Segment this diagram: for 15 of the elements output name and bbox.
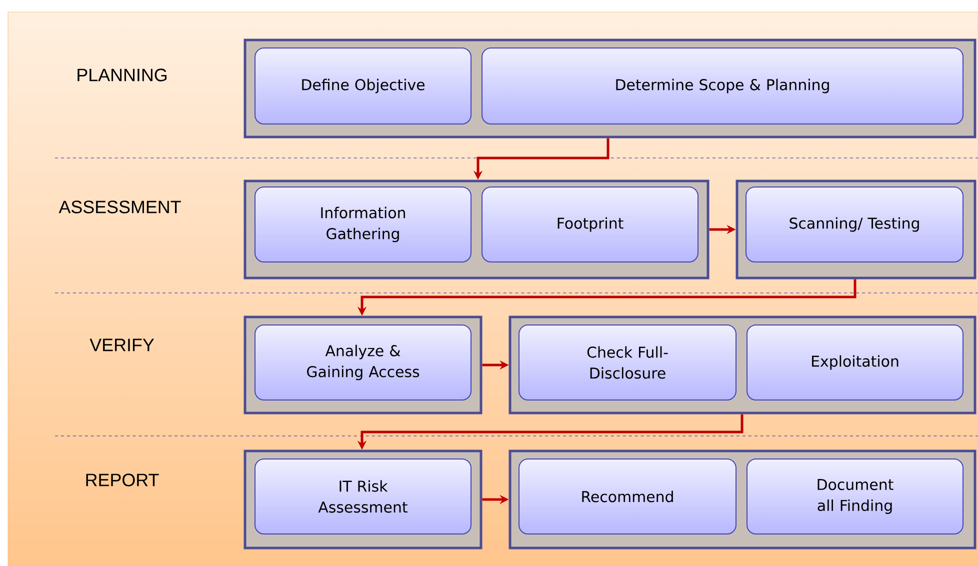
stage-label: REPORT: [86, 474, 159, 486]
process-box: Scanning/ Testing: [746, 186, 964, 262]
stage-label: VERIFY: [90, 338, 154, 352]
process-box: Determine Scope & Planning: [482, 48, 964, 124]
process-box: Exploitation: [746, 324, 964, 400]
process-box: IT Risk Assessment: [254, 458, 472, 534]
process-box: Information Gathering: [254, 186, 472, 262]
process-box: Define Objective: [254, 48, 472, 124]
process-box: Analyze & Gaining Access: [254, 324, 472, 400]
process-box: Check Full-Disclosure: [518, 324, 736, 400]
process-box: Footprint: [482, 186, 698, 262]
process-box: Document all Finding: [746, 458, 964, 534]
stage-label: PLANNING: [78, 68, 166, 82]
process-box: Recommend: [518, 458, 736, 534]
stage-label: ASSESSMENT: [58, 200, 181, 214]
